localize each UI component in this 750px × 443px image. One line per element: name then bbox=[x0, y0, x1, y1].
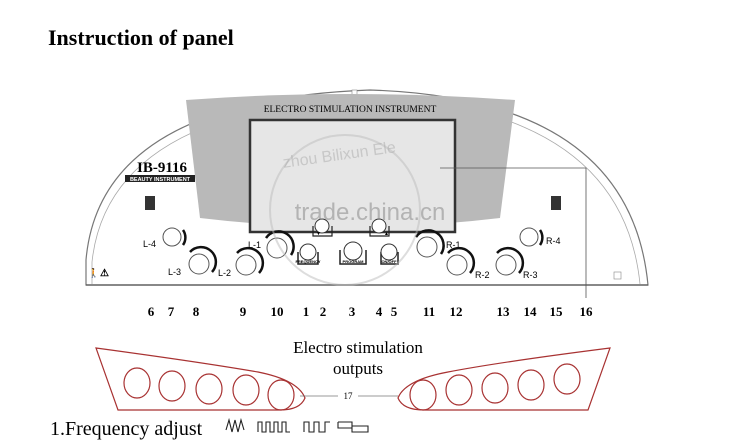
knob-label-r3: R-3 bbox=[523, 270, 538, 280]
sine-burst-wave-icon bbox=[225, 417, 245, 433]
outputs-title-line2: outputs bbox=[333, 359, 383, 378]
person-icon: 🚶 bbox=[88, 267, 99, 278]
onoff-button[interactable]: ON/OFF bbox=[380, 243, 399, 265]
callout-3: 3 bbox=[349, 304, 356, 319]
output-socket[interactable] bbox=[517, 369, 545, 401]
callout-9: 9 bbox=[240, 304, 247, 319]
knob-r2[interactable] bbox=[446, 246, 476, 276]
jack-left bbox=[145, 196, 155, 210]
knob-label-l1: L-1 bbox=[248, 240, 261, 250]
onoff-button-label: ON/OFF bbox=[381, 259, 397, 264]
callout-2: 2 bbox=[320, 304, 327, 319]
callout-1: 1 bbox=[303, 304, 310, 319]
knob-label-l2: L-2 bbox=[218, 268, 231, 278]
device-header: ELECTRO STIMULATION INSTRUMENT bbox=[264, 105, 437, 115]
program-button[interactable]: PROGRAM bbox=[339, 241, 367, 265]
callout-8: 8 bbox=[193, 304, 200, 319]
right-output-pod bbox=[397, 347, 611, 411]
knob-label-r1: R-1 bbox=[446, 240, 461, 250]
callout-10: 10 bbox=[271, 304, 284, 319]
knob-label-r2: R-2 bbox=[475, 270, 490, 280]
callout-6: 6 bbox=[148, 304, 155, 319]
wide-pulse-wave-icon bbox=[337, 421, 369, 433]
output-socket[interactable] bbox=[195, 373, 223, 405]
callout-11: 11 bbox=[423, 304, 435, 319]
knob-label-l4: L-4 bbox=[143, 239, 156, 249]
callout-12: 12 bbox=[450, 304, 463, 319]
frequency-button[interactable]: FREQUENCY bbox=[295, 243, 321, 265]
knob-l1[interactable] bbox=[264, 230, 295, 259]
output-socket[interactable] bbox=[267, 379, 295, 411]
callout-5: 5 bbox=[391, 304, 398, 319]
knob-label-r4: R-4 bbox=[546, 236, 561, 246]
watermark-text: trade.china.cn bbox=[295, 199, 446, 226]
callout-15: 15 bbox=[550, 304, 564, 319]
callout-4: 4 bbox=[376, 304, 383, 319]
up-button[interactable]: ▲ bbox=[369, 218, 390, 237]
output-socket[interactable] bbox=[481, 372, 509, 404]
waveform-icons bbox=[225, 417, 369, 433]
down-button[interactable]: ▼ bbox=[312, 218, 333, 237]
dense-square-wave-icon bbox=[257, 421, 290, 433]
output-socket[interactable] bbox=[232, 374, 260, 406]
callout-13: 13 bbox=[497, 304, 511, 319]
output-socket[interactable] bbox=[123, 367, 151, 399]
svg-text:▼: ▼ bbox=[316, 231, 321, 237]
square-wave-icon bbox=[303, 421, 330, 433]
output-socket[interactable] bbox=[158, 370, 186, 402]
callout-17: 17 bbox=[344, 391, 354, 401]
page-title: Instruction of panel bbox=[48, 25, 234, 50]
knob-l2[interactable] bbox=[235, 246, 265, 276]
svg-text:▲: ▲ bbox=[384, 231, 389, 237]
output-socket[interactable] bbox=[409, 379, 437, 411]
warning-icon: ⚠ bbox=[100, 268, 109, 279]
knob-r1[interactable] bbox=[414, 229, 445, 258]
knob-r4[interactable] bbox=[519, 227, 544, 247]
callout-16: 16 bbox=[580, 304, 594, 319]
outputs-title-line1: Electro stimulation bbox=[293, 338, 423, 357]
watermark-stamp bbox=[269, 134, 421, 286]
knob-l3[interactable] bbox=[188, 245, 218, 275]
jack-right bbox=[551, 196, 561, 210]
callout-16-leader bbox=[440, 167, 587, 298]
frequency-button-label: FREQUENCY bbox=[295, 259, 320, 264]
knob-r3[interactable] bbox=[495, 246, 525, 276]
output-socket[interactable] bbox=[553, 363, 581, 395]
legend-frequency-adjust: 1.Frequency adjust bbox=[50, 418, 203, 440]
model-badge bbox=[125, 175, 195, 182]
model-badge-text: BEAUTY INSTRUMENT bbox=[130, 177, 191, 183]
left-output-pod bbox=[95, 347, 306, 411]
knob-l4[interactable] bbox=[162, 227, 187, 247]
callout-7: 7 bbox=[168, 304, 175, 319]
knob-label-l3: L-3 bbox=[168, 267, 181, 277]
corner-square bbox=[613, 271, 622, 280]
model-name: IB-9116 bbox=[137, 160, 188, 176]
program-button-label: PROGRAM bbox=[343, 259, 365, 264]
device-panel: ELECTRO STIMULATION INSTRUMENT IB-9116 B… bbox=[85, 89, 649, 298]
callout-14: 14 bbox=[524, 304, 538, 319]
outputs-diagram bbox=[95, 347, 611, 411]
output-socket[interactable] bbox=[445, 374, 473, 406]
